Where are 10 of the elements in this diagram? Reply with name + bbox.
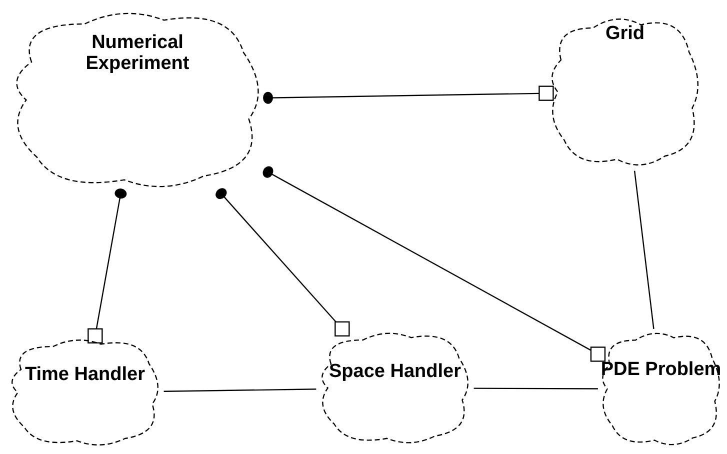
class-name: Grid [605,24,645,45]
class-name: Space Handler [329,362,461,383]
association-line [262,166,606,362]
association-line [88,188,127,344]
class-name: Numerical Experiment [84,33,190,75]
association-line [216,188,350,336]
class-name: Time Handler [24,365,146,386]
class-name: PDE Problem [600,360,722,381]
association-line [263,86,554,104]
association-line [634,170,654,329]
